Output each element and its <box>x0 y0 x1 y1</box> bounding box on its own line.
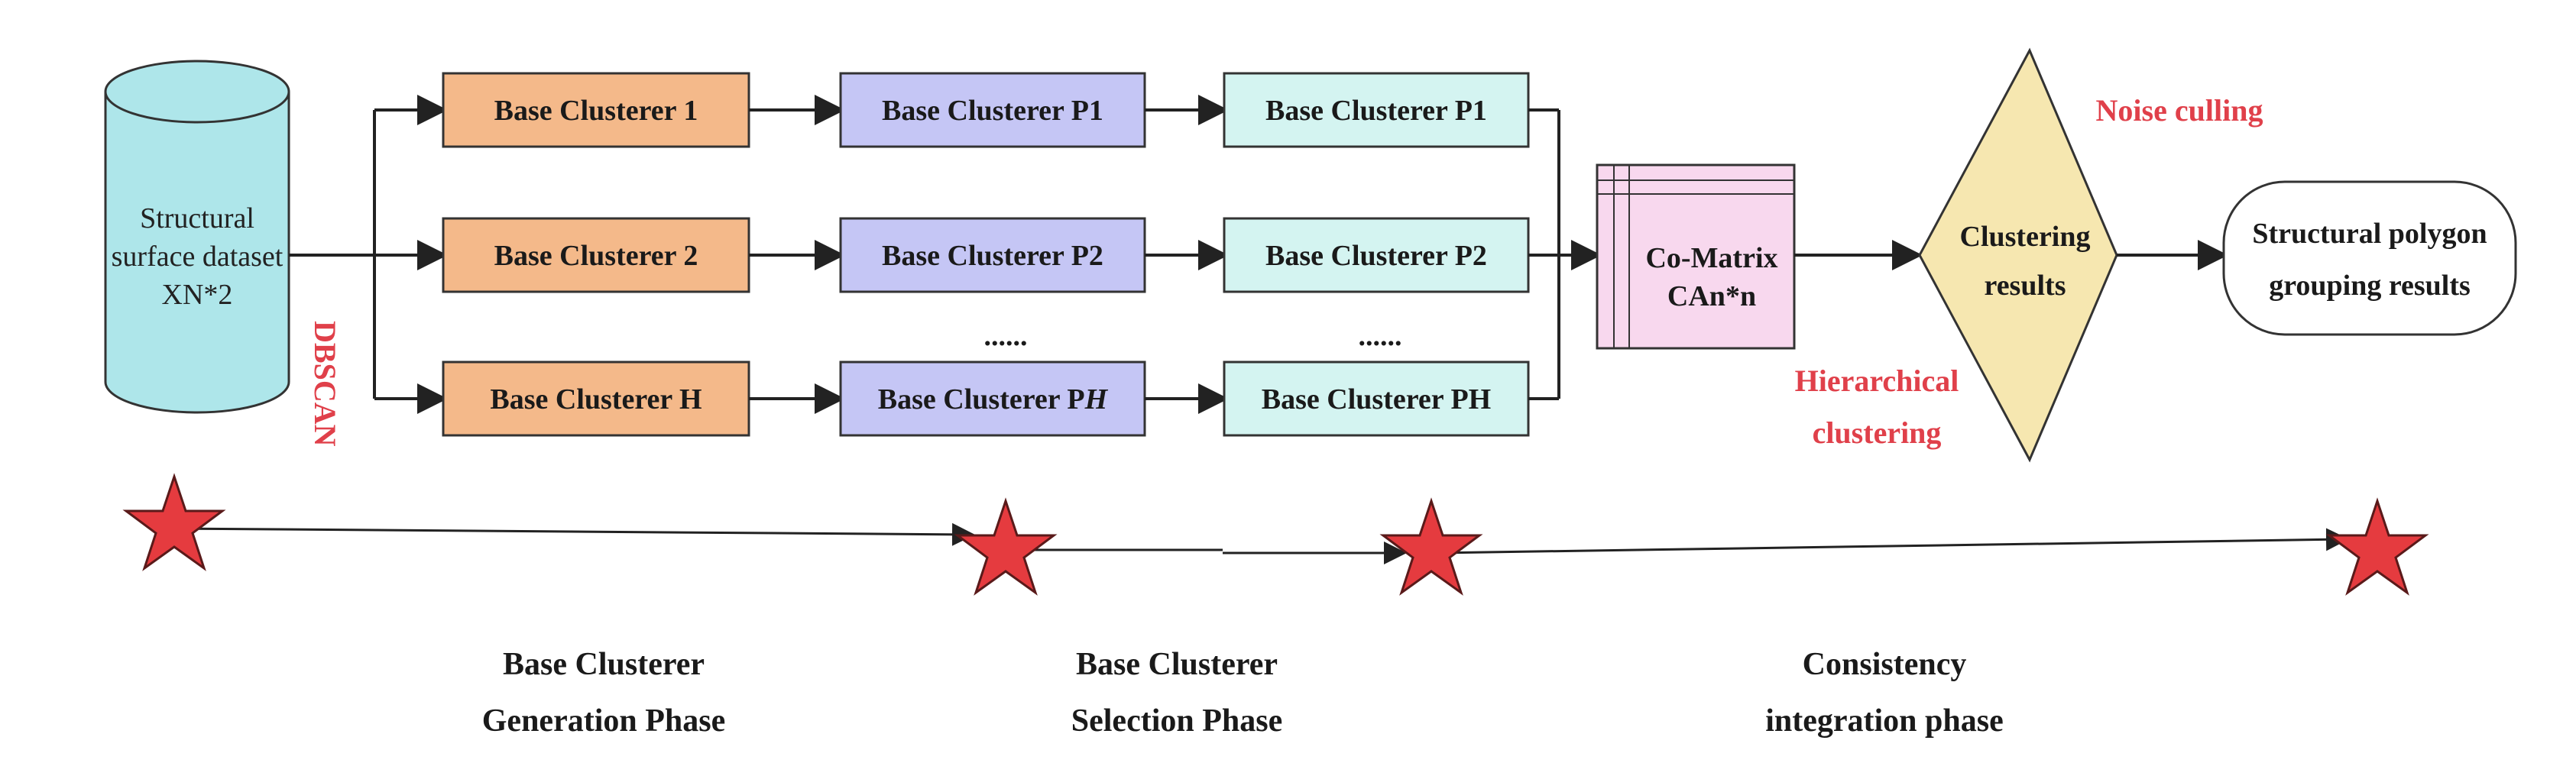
timeline-segment-3 <box>1436 528 2349 554</box>
output-label-line1: Structural polygon <box>2252 218 2487 250</box>
diamond-shape <box>1918 47 2118 463</box>
selection-column: Base Clusterer P1 Base Clusterer P2 ....… <box>839 72 1146 437</box>
gen-to-selection-arrows <box>749 95 845 414</box>
base-clusterer-2-box <box>442 217 750 293</box>
diamond-label-line1: Clustering <box>1960 221 2091 253</box>
phase-3-line1: Consistency <box>1803 647 1967 682</box>
phase-timeline <box>173 522 2349 564</box>
co-matrix-label-line1: Co-Matrix <box>1645 242 1777 274</box>
phase-1-line1: Base Clusterer <box>503 647 705 682</box>
co-matrix-label-line2: CAn*n <box>1667 280 1756 312</box>
base-clusterer-p2-label: Base Clusterer P2 <box>882 240 1103 272</box>
generation-column: Base Clusterer 1 Base Clusterer 2 Base C… <box>442 72 750 437</box>
dataset-label-line3: XN*2 <box>162 279 233 311</box>
timeline-segment-1 <box>173 522 975 546</box>
co-matrix: Co-Matrix CAn*n <box>1596 163 1796 350</box>
selected-p2-label: Base Clusterer P2 <box>1265 240 1487 272</box>
base-clusterer-h-box <box>442 360 750 437</box>
base-clusterer-ph-label-main: Base Clusterer P <box>878 383 1085 415</box>
dataset-cylinder: Structural surface dataset XN*2 <box>104 60 290 414</box>
star-4-icon <box>2325 497 2429 596</box>
base-clusterer-p1-box <box>839 72 1146 148</box>
selected-p1-box <box>1223 72 1530 148</box>
star-1-icon <box>122 473 226 571</box>
star-2-icon <box>954 497 1058 596</box>
base-clusterer-2-label: Base Clusterer 2 <box>494 240 698 272</box>
phase-2-line2: Selection Phase <box>1071 703 1282 739</box>
phase-3-line2: integration phase <box>1765 703 2004 739</box>
selected-column: Base Clusterer P1 Base Clusterer P2 ....… <box>1223 72 1530 437</box>
base-clusterer-ph-box <box>839 360 1146 437</box>
noise-culling-label: Noise culling <box>2096 93 2263 128</box>
selection-to-selected-arrows <box>1145 95 1229 414</box>
base-clusterer-p2-box <box>839 217 1146 293</box>
selected-ellipsis: ...... <box>1359 320 1402 352</box>
hierarchical-label-line1: Hierarchical <box>1795 364 1959 398</box>
cylinder-body <box>104 92 290 414</box>
star-3-icon <box>1379 497 1483 596</box>
base-clusterer-1-label: Base Clusterer 1 <box>494 95 698 127</box>
phase-labels: Base Clusterer Generation Phase Base Clu… <box>482 647 2004 739</box>
diamond-label-line2: results <box>1985 270 2066 302</box>
selection-ellipsis: ...... <box>984 320 1028 352</box>
timeline-stars <box>122 473 2429 596</box>
dbscan-label: DBSCAN <box>308 321 342 447</box>
base-clusterer-h-label: Base Clusterer H <box>490 383 702 415</box>
selected-p1-label: Base Clusterer P1 <box>1265 95 1487 127</box>
clustering-results-diamond: Clustering results <box>1918 47 2118 463</box>
phase-2-line1: Base Clusterer <box>1076 647 1278 682</box>
hierarchical-label-line2: clustering <box>1813 415 1942 450</box>
output-label-line2: grouping results <box>2269 270 2471 302</box>
output-box: Structural polygon grouping results <box>2222 180 2517 336</box>
selected-ph-box <box>1223 360 1530 437</box>
phase-1-line2: Generation Phase <box>482 703 725 739</box>
dataset-label-line2: surface dataset <box>112 241 284 273</box>
selected-ph-label: Base Clusterer PH <box>1262 383 1491 415</box>
branch-connectors <box>289 95 448 414</box>
merge-connectors <box>1528 108 1602 400</box>
base-clusterer-ph-label-suffix: H <box>1084 383 1109 415</box>
cylinder-top <box>104 60 290 124</box>
base-clusterer-ph-label: Base Clusterer PH <box>878 383 1109 415</box>
dataset-label-line1: Structural <box>140 202 254 234</box>
output-rounded-box <box>2222 180 2517 336</box>
base-clusterer-p1-label: Base Clusterer P1 <box>882 95 1103 127</box>
